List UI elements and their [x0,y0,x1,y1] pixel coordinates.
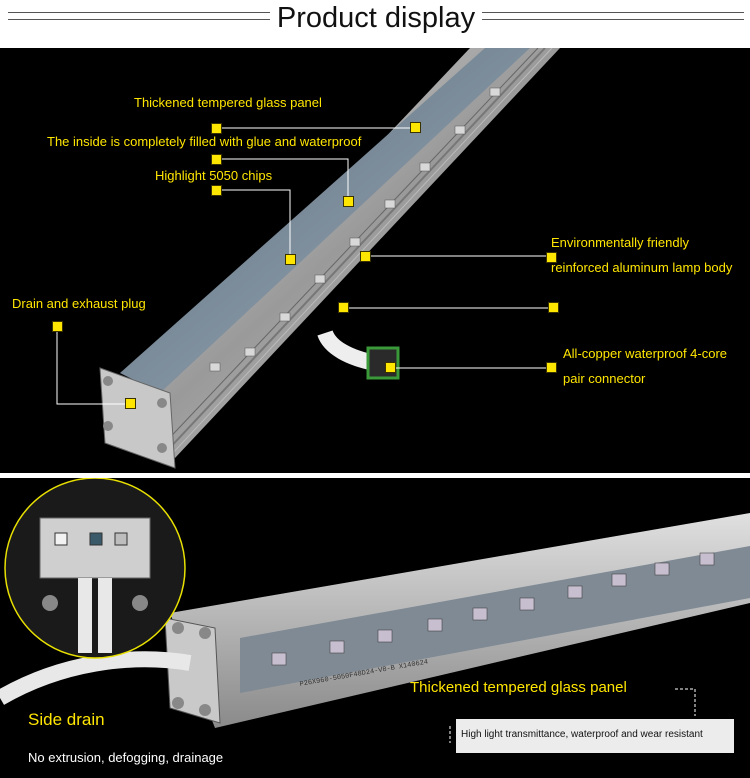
marker-dot [385,362,396,373]
header-rule-right [482,12,744,20]
cable-closeup [0,651,192,705]
label-connector-1: All-copper waterproof 4-core [563,346,728,361]
marker-dot [360,251,371,262]
marker-dot [125,398,136,409]
marker-dot [211,154,222,165]
section-title: Product display [276,2,476,34]
marker-dot [211,123,222,134]
label-drain-plug: Drain and exhaust plug [12,296,146,311]
led-chips [209,87,501,372]
label-glue-filled: The inside is completely filled with glu… [47,134,362,149]
label-connector-2: pair connector [563,371,646,386]
marker-dot [338,302,349,313]
marker-dot [52,321,63,332]
marker-dot [546,362,557,373]
marker-dot [343,196,354,207]
label-glass-panel-closeup: Thickened tempered glass panel [410,679,627,696]
closeup-illustration: P26X960-5050F48D24-V8-B X140624 [0,478,750,743]
label-side-drain-desc: No extrusion, defogging, drainage [28,750,224,765]
label-aluminum-1: Environmentally friendly [551,235,690,250]
label-glass-panel: Thickened tempered glass panel [134,95,322,110]
section-header: Product display [0,0,750,48]
info-box-text: High light transmittance, waterproof and… [461,729,703,740]
led-bar-illustration [56,48,560,469]
led-chips-closeup [271,552,715,666]
label-5050-chips: Highlight 5050 chips [155,168,273,183]
marker-dot [548,302,559,313]
marker-dot [410,122,421,133]
end-cap [99,367,176,469]
marker-dot [546,252,557,263]
marker-dot [285,254,296,265]
label-side-drain: Side drain [28,710,105,729]
label-aluminum-2: reinforced aluminum lamp body [551,260,733,275]
glass-strip [120,48,530,393]
header-rule-left [8,12,270,20]
marker-dot [211,185,222,196]
info-box: High light transmittance, waterproof and… [456,719,734,753]
product-photo-top: Thickened tempered glass panel The insid… [0,48,750,473]
product-photo-bottom: P26X960-5050F48D24-V8-B X140624 Thickene… [0,478,750,778]
